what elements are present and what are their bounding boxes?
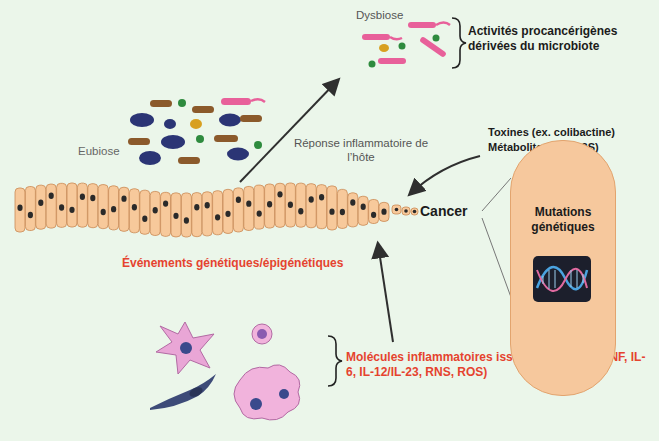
toxin-label: Toxines (ex. colibactine) bbox=[488, 126, 615, 140]
state-label: Dysbiose bbox=[356, 8, 403, 22]
node-text: Mutations génétiques bbox=[519, 205, 607, 235]
arrow bbox=[410, 156, 480, 194]
arrow bbox=[240, 80, 338, 182]
effect-text: Activités procancérigènes dérivées du mi… bbox=[468, 24, 653, 54]
arrow bbox=[378, 244, 393, 342]
event-label: Événements génétiques/épigénétiques bbox=[122, 256, 343, 271]
arrow-label: Réponse inflammatoire de l’hôte bbox=[290, 136, 432, 165]
dna-icon bbox=[533, 256, 591, 302]
leader-line bbox=[482, 178, 511, 211]
brace bbox=[328, 336, 342, 386]
epithelium bbox=[15, 183, 418, 237]
state-label: Eubiose bbox=[78, 144, 120, 158]
eubiose-bacteria bbox=[128, 98, 265, 165]
stroma-cells bbox=[150, 322, 300, 420]
brace bbox=[452, 18, 466, 68]
cancer-label: Cancer bbox=[420, 203, 467, 221]
leader-line bbox=[482, 218, 512, 300]
dysbiose-bacteria bbox=[362, 22, 450, 68]
